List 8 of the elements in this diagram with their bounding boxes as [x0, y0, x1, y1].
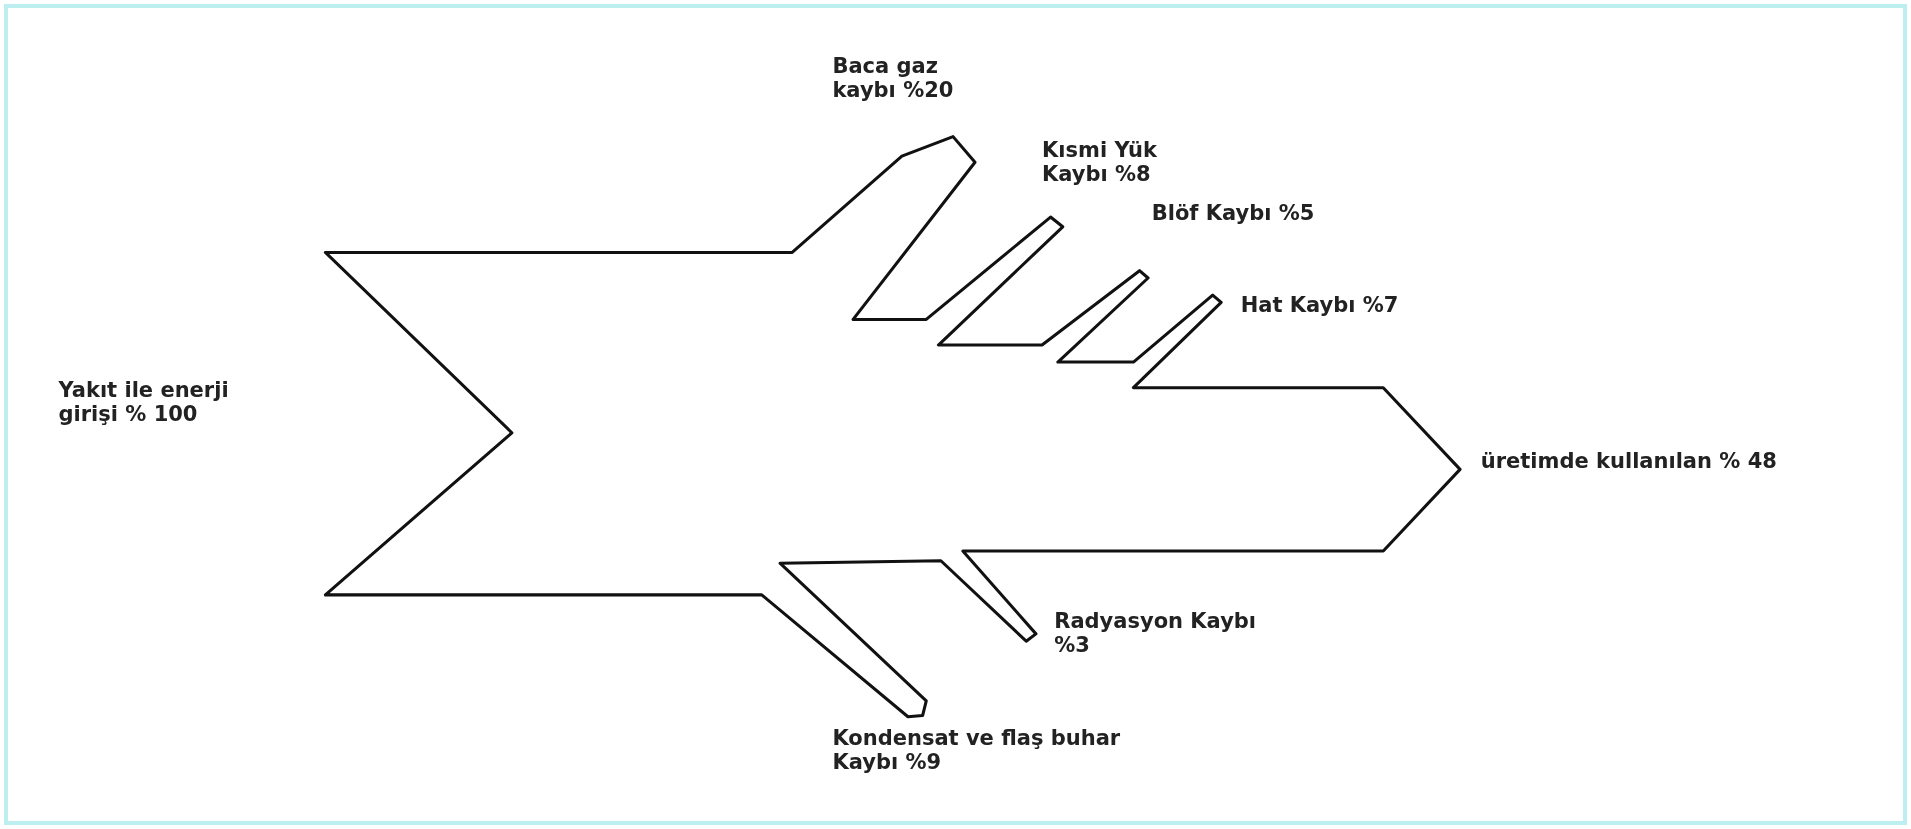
flow-label: üretimde kullanılan % 48 [1480, 448, 1778, 473]
loss-label: Radyasyon Kaybı %3 [1054, 609, 1258, 658]
loss-label: Kondensat ve flaş buhar Kaybı %9 [832, 726, 1122, 775]
loss-label: Kısmi Yük Kaybı %8 [1042, 137, 1158, 186]
loss-label: Baca gaz kaybı %20 [832, 53, 955, 102]
flow-label: Yakıt ile enerji girişi % 100 [58, 377, 230, 426]
loss-label: Hat Kaybı %7 [1240, 292, 1400, 317]
loss-label: Blöf Kaybı %5 [1151, 201, 1316, 226]
